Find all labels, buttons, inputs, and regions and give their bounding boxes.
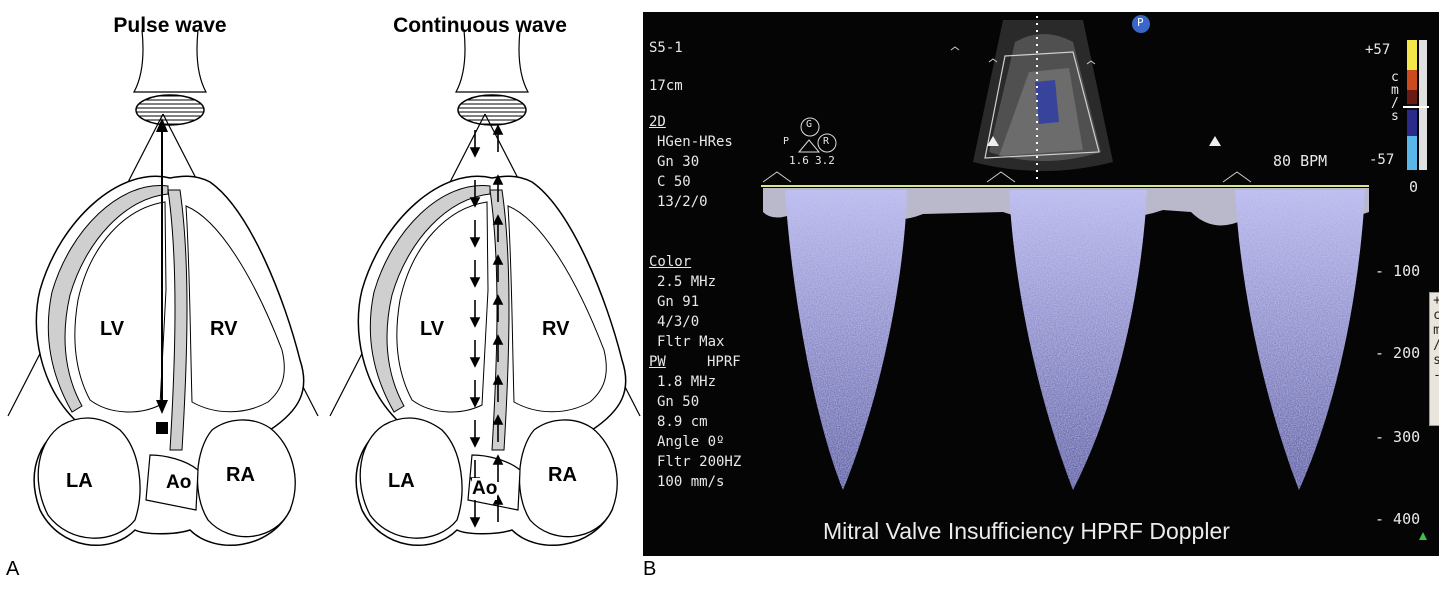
velocity-unit-char: - bbox=[1430, 368, 1439, 383]
label-ra-b: RA bbox=[548, 464, 577, 487]
cw-arrow-head bbox=[494, 126, 502, 134]
panel-letter-a: A bbox=[6, 558, 19, 581]
continuous-wave-diagram bbox=[322, 30, 652, 590]
doppler-spectrum bbox=[643, 12, 1439, 556]
velocity-unit-box: +cm/s- bbox=[1429, 292, 1439, 426]
velocity-tick-100: - 100 bbox=[1375, 262, 1420, 280]
gate-r: R bbox=[823, 136, 829, 147]
pw-setting: 1.8 MHz bbox=[657, 374, 716, 390]
color-scale-top: +57 bbox=[1365, 42, 1390, 58]
mode-2d-setting: C 50 bbox=[657, 174, 691, 190]
label-lv-b: LV bbox=[420, 318, 444, 341]
pw-setting: Gn 50 bbox=[657, 394, 699, 410]
image-caption: Mitral Valve Insufficiency HPRF Doppler bbox=[823, 518, 1230, 545]
velocity-tick-200: - 200 bbox=[1375, 344, 1420, 362]
label-ao-a: Ao bbox=[166, 472, 191, 494]
cw-arrow-head bbox=[471, 148, 479, 156]
label-ra-a: RA bbox=[226, 464, 255, 487]
label-la-a: LA bbox=[66, 470, 93, 493]
label-rv-b: RV bbox=[542, 318, 569, 341]
depth-value: 17cm bbox=[649, 78, 683, 94]
color-scale-bottom: -57 bbox=[1369, 152, 1394, 168]
color-setting: 2.5 MHz bbox=[657, 274, 716, 290]
pw-setting: 100 mm/s bbox=[657, 474, 724, 490]
color-setting: 4/3/0 bbox=[657, 314, 699, 330]
label-ao-b: Ao bbox=[472, 478, 497, 500]
velocity-unit-char: c bbox=[1430, 308, 1439, 323]
pulse-wave-diagram bbox=[0, 30, 330, 590]
color-header: Color bbox=[649, 254, 691, 270]
label-la-b: LA bbox=[388, 470, 415, 493]
color-setting: Gn 91 bbox=[657, 294, 699, 310]
pw-mode: HPRF bbox=[707, 354, 741, 370]
pw-setting: Angle 0º bbox=[657, 434, 724, 450]
label-lv-a: LV bbox=[100, 318, 124, 341]
probe-orientation-marker: P bbox=[1137, 16, 1144, 29]
velocity-unit-char: / bbox=[1430, 338, 1439, 353]
gate-v1: 1.6 bbox=[789, 154, 809, 167]
velocity-tick-0: 0 bbox=[1409, 178, 1418, 196]
velocity-unit-char: + bbox=[1430, 293, 1439, 308]
panel-letter-b: B bbox=[643, 558, 656, 581]
gate-v2: 3.2 bbox=[815, 154, 835, 167]
velocity-unit-char: s bbox=[1430, 353, 1439, 368]
pw-setting: Fltr 200HZ bbox=[657, 454, 741, 470]
gate-g: G bbox=[806, 119, 812, 130]
mode-2d-setting: HGen-HRes bbox=[657, 134, 733, 150]
velocity-tick-300: - 300 bbox=[1375, 428, 1420, 446]
pw-header: PW bbox=[649, 354, 666, 370]
mode-2d-setting: 13/2/0 bbox=[657, 194, 708, 210]
heart-rate: 80 BPM bbox=[1273, 152, 1327, 170]
doppler-screen: S5-1 17cm 2D HGen-HRes Gn 30 C 50 13/2/0 Co… bbox=[643, 12, 1439, 556]
color-setting: Fltr Max bbox=[657, 334, 724, 350]
probe-id: S5-1 bbox=[649, 40, 683, 56]
pw-setting: 8.9 cm bbox=[657, 414, 708, 430]
gate-p: P bbox=[783, 136, 789, 147]
velocity-unit-char: m bbox=[1430, 323, 1439, 338]
velocity-tick-400: - 400 bbox=[1375, 510, 1420, 528]
mode-2d-setting: Gn 30 bbox=[657, 154, 699, 170]
color-scale-unit-char: s bbox=[1391, 109, 1399, 124]
label-rv-a: RV bbox=[210, 318, 237, 341]
mode-2d-header: 2D bbox=[649, 114, 666, 130]
